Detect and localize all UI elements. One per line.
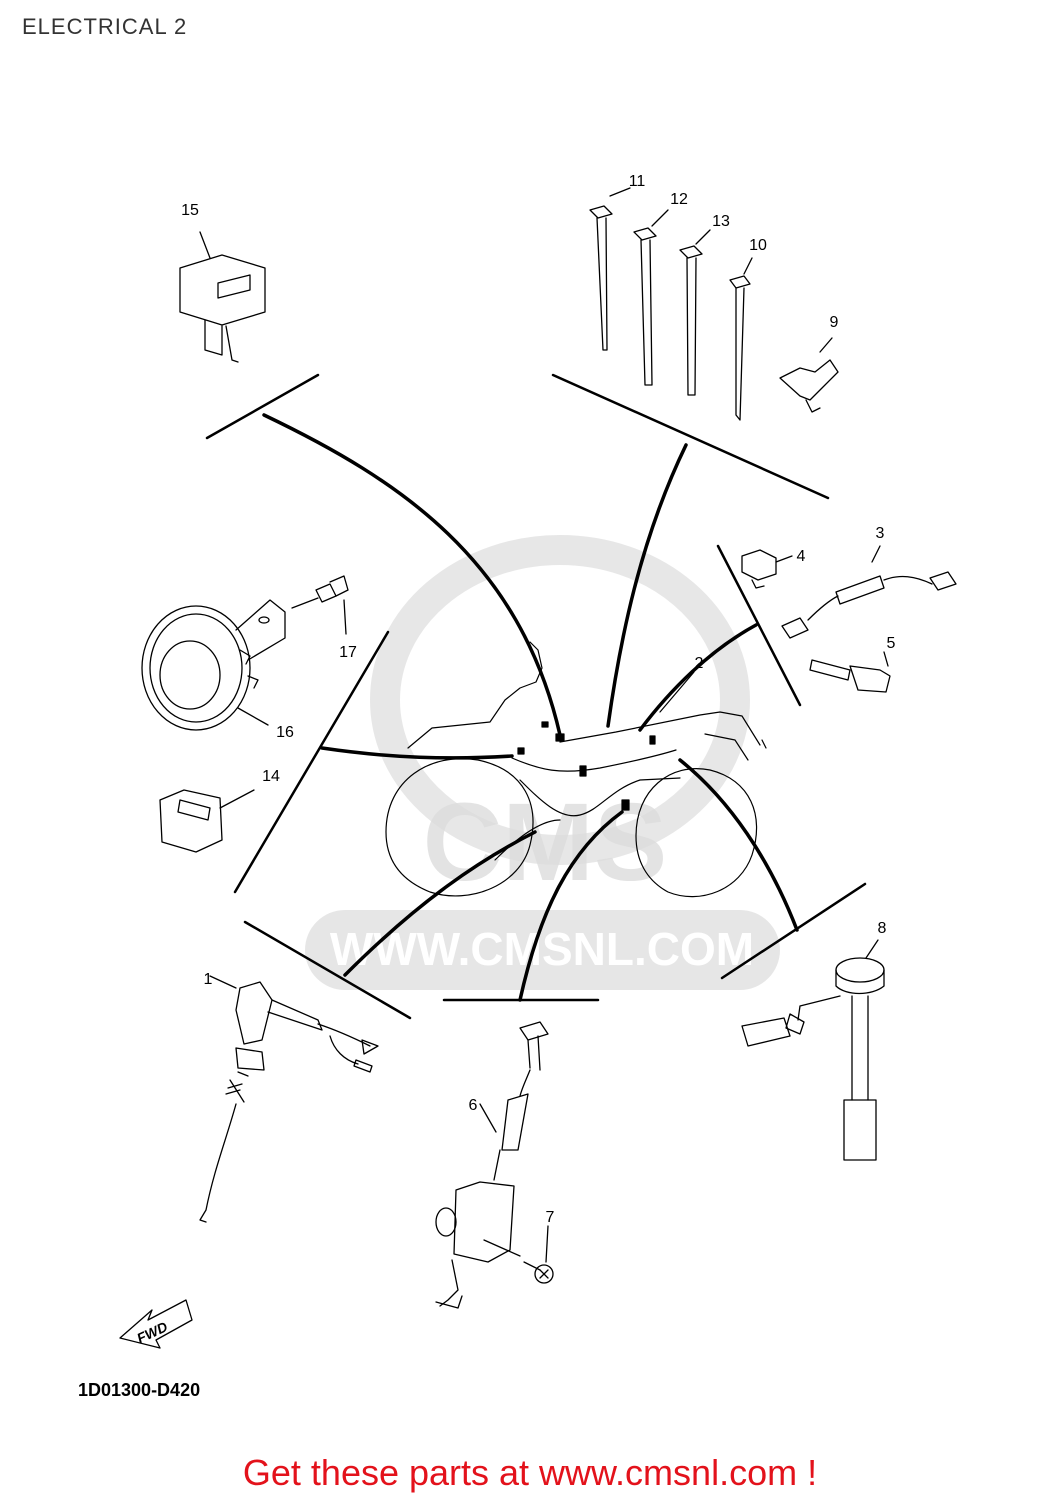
part-number-4[interactable]: 4 xyxy=(797,548,806,565)
watermark-url: WWW.CMSNL.COM xyxy=(330,923,754,975)
page-title: ELECTRICAL 2 xyxy=(22,14,188,39)
relay-unit-14[interactable] xyxy=(159,789,255,853)
watermark-logo: CMS xyxy=(423,781,667,904)
part-number-1[interactable]: 1 xyxy=(204,971,213,988)
part-number-17[interactable]: 17 xyxy=(339,644,357,661)
part-number-7[interactable]: 7 xyxy=(546,1209,555,1226)
part-number-5[interactable]: 5 xyxy=(887,635,896,652)
watermark: CMS WWW.CMSNL.COM xyxy=(305,535,780,990)
flasher-relay-15[interactable] xyxy=(179,231,266,363)
part-number-16[interactable]: 16 xyxy=(276,724,294,741)
promo-banner[interactable]: Get these parts at www.cmsnl.com ! xyxy=(0,1452,1060,1494)
fwd-arrow-icon xyxy=(119,1299,193,1349)
part-number-13[interactable]: 13 xyxy=(712,213,730,230)
part-number-14[interactable]: 14 xyxy=(262,768,280,785)
promo-link[interactable]: Get these parts at www.cmsnl.com ! xyxy=(242,1452,818,1493)
horn-16[interactable] xyxy=(141,599,286,731)
part-number-11[interactable]: 11 xyxy=(629,173,646,190)
part-number-3[interactable]: 3 xyxy=(876,525,885,542)
leader-lines xyxy=(262,413,799,1002)
connector-5[interactable] xyxy=(809,651,891,693)
fwd-label: FWD xyxy=(134,1318,170,1346)
bolt-17[interactable] xyxy=(291,575,349,635)
cable-ties[interactable] xyxy=(589,187,753,421)
screw-7[interactable] xyxy=(523,1225,554,1284)
motorcycle-outline xyxy=(385,641,767,898)
part-number-8[interactable]: 8 xyxy=(878,920,887,937)
sensor-8[interactable] xyxy=(741,939,885,1161)
part-number-6[interactable]: 6 xyxy=(469,1097,478,1114)
lead-wire-3[interactable] xyxy=(781,545,957,639)
part-number-12[interactable]: 12 xyxy=(670,191,688,208)
sensor-cable-1[interactable] xyxy=(199,975,379,1223)
main-switch-6[interactable] xyxy=(435,1021,549,1309)
clamp-9[interactable] xyxy=(779,337,839,413)
part-number-10[interactable]: 10 xyxy=(749,237,767,254)
drawing-code: 1D01300-D420 xyxy=(78,1380,201,1400)
part-numbers: 1 2 3 4 5 6 7 8 9 10 11 12 13 14 15 16 1… xyxy=(181,173,895,1226)
relay-4[interactable] xyxy=(741,549,793,589)
leader-2 xyxy=(659,671,695,713)
part-number-9[interactable]: 9 xyxy=(830,314,839,331)
part-number-2[interactable]: 2 xyxy=(695,655,704,672)
part-number-15[interactable]: 15 xyxy=(181,202,199,219)
